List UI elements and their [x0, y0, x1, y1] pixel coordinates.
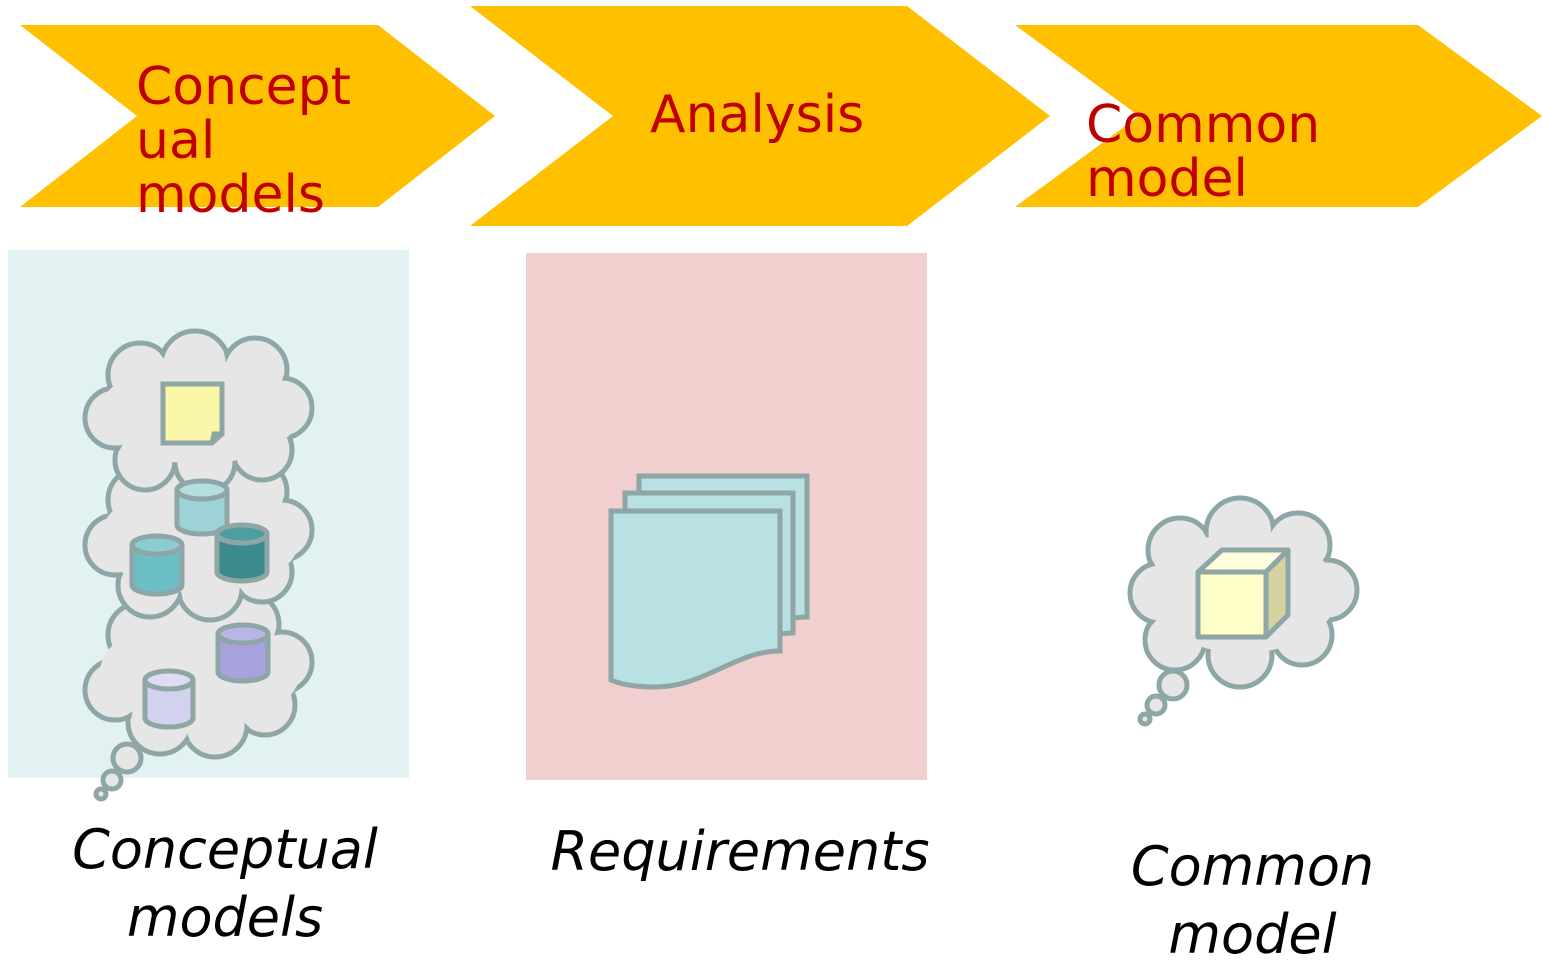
database-icon-lavender: [142, 668, 196, 730]
caption-conceptual-models: Conceptual models: [72, 818, 378, 949]
document-stack-icon: [608, 473, 810, 690]
database-icon-purple: [215, 622, 271, 684]
common-bubbles: [1137, 668, 1190, 727]
database-icon-light: [174, 478, 230, 537]
bubble-small: [93, 786, 109, 802]
thought-cloud-icon: [82, 328, 315, 802]
step-label-conceptual: Concept ual models: [136, 57, 352, 225]
cube-icon: [1195, 547, 1291, 640]
step-label-analysis: Analysis: [650, 85, 865, 145]
bubble-mid: [100, 768, 124, 792]
chevron-conceptual: [20, 25, 495, 207]
bubble-large: [110, 741, 144, 775]
note-icon: [160, 381, 225, 446]
caption-requirements: Requirements: [550, 820, 930, 883]
chevron-analysis: [470, 6, 1050, 226]
caption-common-model: Common model: [1130, 835, 1375, 966]
database-icon-dark: [214, 522, 270, 584]
chevron-common-model: [1015, 25, 1542, 207]
step-label-common-model: Common model: [1086, 95, 1321, 209]
database-icon-mid: [129, 533, 185, 597]
